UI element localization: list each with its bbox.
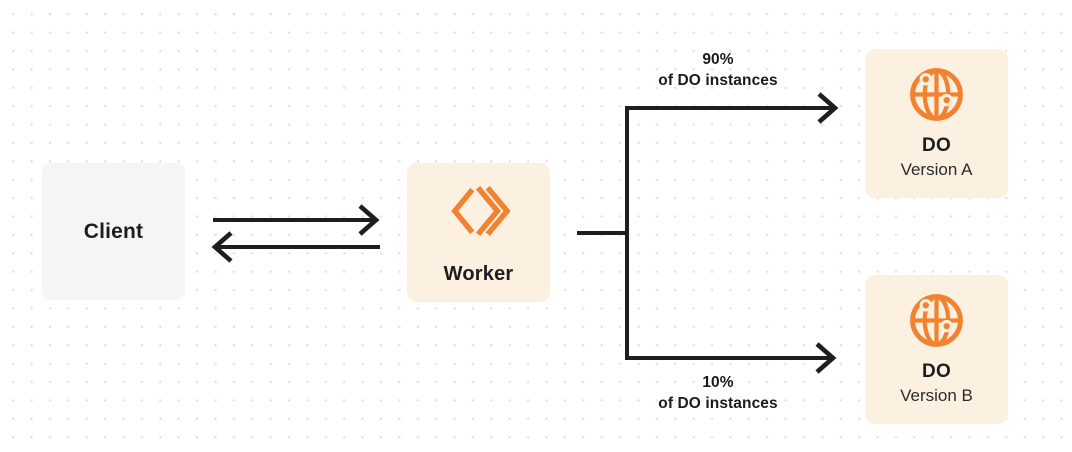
- globe-icon: [908, 66, 965, 128]
- arrow-to-do-version-a: [625, 92, 839, 124]
- arrow-worker-to-client: [211, 231, 380, 263]
- do-version-b-subtitle: Version B: [900, 386, 973, 405]
- split-bottom-label: 10% of DO instances: [608, 372, 828, 414]
- branch-line: [577, 106, 629, 360]
- split-bottom-caption: of DO instances: [658, 395, 778, 412]
- do-version-a-title: DO: [921, 135, 952, 156]
- worker-node: Worker: [407, 163, 550, 302]
- do-version-a-node: DO Version A: [865, 49, 1008, 198]
- split-top-label: 90% of DO instances: [608, 49, 828, 91]
- globe-icon: [908, 292, 965, 354]
- arrow-client-to-worker: [213, 204, 380, 236]
- arrow-to-do-version-b: [625, 342, 837, 374]
- split-top-caption: of DO instances: [658, 72, 778, 89]
- worker-label: Worker: [443, 263, 514, 285]
- do-version-b-title: DO: [921, 361, 952, 382]
- client-label: Client: [83, 219, 144, 243]
- workers-chevrons-icon: [448, 180, 511, 247]
- client-node: Client: [42, 163, 185, 300]
- split-top-percent: 90%: [702, 51, 734, 68]
- split-bottom-percent: 10%: [702, 374, 734, 391]
- do-version-a-subtitle: Version A: [900, 160, 973, 179]
- do-version-b-node: DO Version B: [865, 275, 1008, 424]
